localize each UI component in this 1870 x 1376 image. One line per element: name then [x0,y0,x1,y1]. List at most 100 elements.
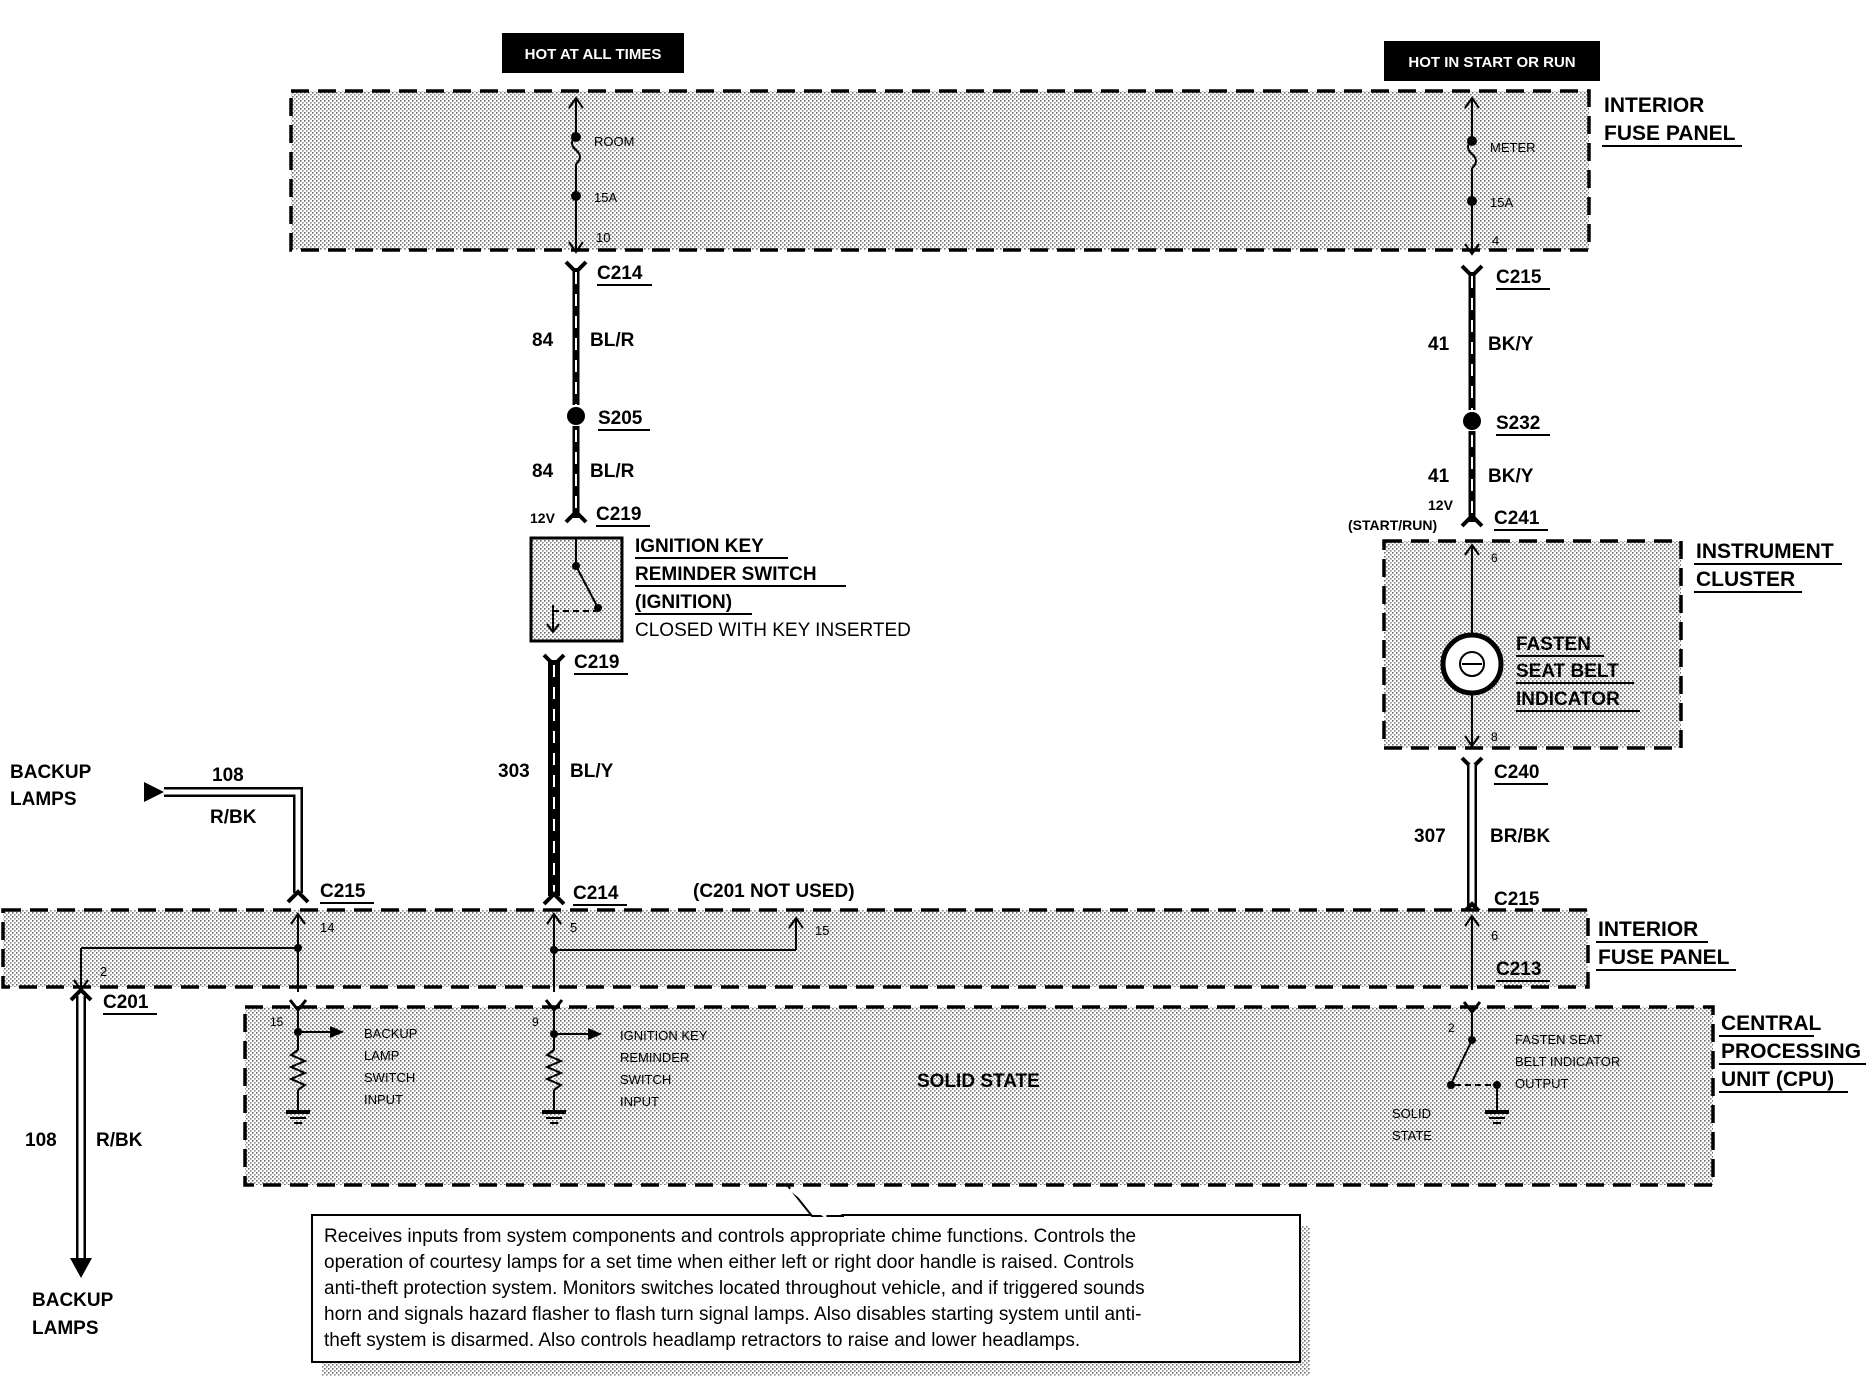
fasten-seat-belt-indicator: 6 8 [1440,543,1504,748]
voltage-12v-left: 12V [530,510,556,526]
c240-label: C240 [1494,762,1539,783]
backup-lamps-top-2: LAMPS [10,789,77,810]
svg-text:2: 2 [100,964,107,979]
svg-text:HOT IN START OR RUN: HOT IN START OR RUN [1408,54,1575,71]
wire-307-num: 307 [1414,826,1446,847]
wire-108-top-color: R/BK [210,807,257,828]
svg-text:IGNITION KEY: IGNITION KEY [620,1028,708,1043]
svg-text:SWITCH: SWITCH [620,1072,671,1087]
svg-text:15A: 15A [1490,195,1513,210]
description-line-1: Receives inputs from system components a… [324,1226,1136,1247]
svg-text:6: 6 [1491,551,1498,565]
fuse-panel-top-title-2: FUSE PANEL [1604,122,1736,145]
fuse-room: ROOM 15A 10 [568,96,634,254]
svg-text:SOLID: SOLID [1392,1106,1431,1121]
svg-text:HOT AT ALL TIMES: HOT AT ALL TIMES [525,46,662,63]
c201-not-used: (C201 NOT USED) [693,881,855,902]
cpu-title-2: PROCESSING [1721,1040,1861,1063]
svg-text:14: 14 [320,920,334,935]
svg-text:ROOM: ROOM [594,134,634,149]
svg-text:8: 8 [1491,730,1498,744]
cpu-input-ignition-key: 9 IGNITION KEY REMINDER SWITCH INPUT [532,999,708,1124]
cpu-solid-state: SOLID STATE [917,1071,1040,1092]
switch-title-1: IGNITION KEY [635,536,764,557]
wire-41-color-1: BK/Y [1488,334,1534,355]
cluster-title-1: INSTRUMENT [1696,540,1834,563]
cpu-description-callout: Receives inputs from system components a… [311,1185,1310,1376]
wire-84-num-1: 84 [532,330,554,351]
svg-text:BACKUP: BACKUP [364,1026,417,1041]
svg-text:METER: METER [1490,140,1536,155]
svg-text:4: 4 [1492,233,1499,248]
svg-text:9: 9 [532,1015,539,1029]
c241-label: C241 [1494,508,1540,529]
svg-text:INPUT: INPUT [620,1094,659,1109]
svg-text:2: 2 [1448,1021,1455,1035]
wire-303-color: BL/Y [570,761,614,782]
wire-307-color: BR/BK [1490,826,1550,847]
c215-right-bottom-label: C215 [1494,889,1540,910]
wire-84-color-1: BL/R [590,330,635,351]
wire-307 [1460,756,1484,916]
wire-303 [542,653,566,906]
central-processing-unit [243,1005,1715,1187]
description-line-2: operation of courtesy lamps for a set ti… [324,1252,1134,1273]
indicator-title-1: FASTEN [1516,634,1591,655]
fuse-meter: METER 15A 4 [1464,96,1536,256]
backup-lamps-top-1: BACKUP [10,762,92,783]
svg-text:6: 6 [1491,928,1498,943]
cpu-title-3: UNIT (CPU) [1721,1068,1834,1091]
wire-108-bottom [69,987,93,1278]
cpu-output-seat-belt: 2 FASTEN SEAT BELT INDICATOR OUTPUT SOLI… [1392,1001,1620,1143]
c219-bottom-label: C219 [574,652,619,673]
s205-label: S205 [598,408,643,429]
description-line-4: horn and signals hazard flasher to flash… [324,1304,1141,1325]
cpu-title-1: CENTRAL [1721,1012,1821,1035]
c213-label: C213 [1496,959,1541,980]
svg-text:LAMP: LAMP [364,1048,399,1063]
description-line-5: theft system is disarmed. Also controls … [324,1330,1080,1351]
svg-text:SWITCH: SWITCH [364,1070,415,1085]
wire-41-num-2: 41 [1428,466,1450,487]
switch-title-3: (IGNITION) [635,592,732,613]
fuse-panel-bottom-wiring: 14 5 15 2 6 [73,912,1498,992]
switch-title-2: REMINDER SWITCH [635,564,817,585]
svg-text:15A: 15A [594,190,617,205]
cpu-input-backup-lamp: 15 BACKUP LAMP SWITCH INPUT [270,999,417,1124]
c214-top-label: C214 [597,263,643,284]
fuse-panel-bottom-title-2: FUSE PANEL [1598,946,1730,969]
hot-at-all-times-label: HOT AT ALL TIMES [502,33,684,73]
left-circuit [564,260,588,524]
svg-text:15: 15 [815,923,829,938]
svg-text:BELT INDICATOR: BELT INDICATOR [1515,1054,1620,1069]
wire-84-num-2: 84 [532,461,554,482]
wire-108-bottom-color: R/BK [96,1130,143,1151]
hot-in-start-or-run-label: HOT IN START OR RUN [1384,41,1600,81]
svg-text:INPUT: INPUT [364,1092,403,1107]
wire-303-num: 303 [498,761,530,782]
description-line-3: anti-theft protection system. Monitors s… [324,1278,1145,1299]
instrument-cluster [1382,539,1683,750]
s232-label: S232 [1496,413,1540,434]
voltage-start-run: (START/RUN) [1348,517,1437,533]
svg-text:5: 5 [570,920,577,935]
backup-lamps-bottom-1: BACKUP [32,1290,114,1311]
wire-108-bottom-num: 108 [25,1130,57,1151]
right-circuit [1460,264,1484,528]
wire-41-num-1: 41 [1428,334,1450,355]
svg-text:REMINDER: REMINDER [620,1050,689,1065]
wire-84-color-2: BL/R [590,461,635,482]
svg-text:OUTPUT: OUTPUT [1515,1076,1569,1091]
wire-108-top [144,782,310,904]
interior-fuse-panel-top [289,89,1591,252]
c215-left-label: C215 [320,881,366,902]
indicator-title-2: SEAT BELT [1516,661,1619,682]
c215-top-label: C215 [1496,267,1542,288]
ignition-key-reminder-switch [529,536,624,643]
c201-label: C201 [103,992,149,1013]
svg-text:15: 15 [270,1015,284,1029]
wire-41-color-2: BK/Y [1488,466,1534,487]
wire-108-top-num: 108 [212,765,244,786]
c219-top-label: C219 [596,504,641,525]
